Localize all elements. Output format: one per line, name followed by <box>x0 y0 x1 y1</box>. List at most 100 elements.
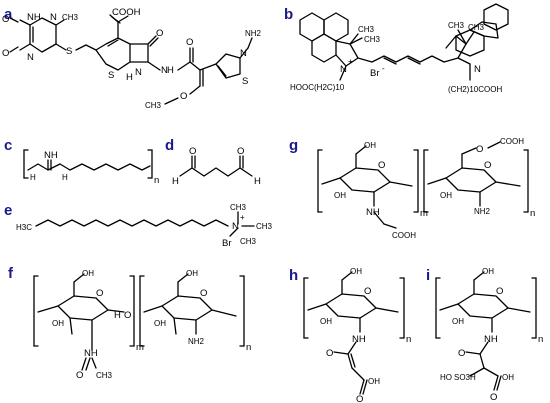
label-oh-3: OH <box>440 191 452 200</box>
structure-g-carboxymethyl-chitosan: OH O OH NH COOH m O COOH O OH NH2 n <box>317 137 535 240</box>
label-cooh: COOH <box>112 7 141 18</box>
label-m-subscript: m <box>136 342 144 353</box>
label-ch3-3: CH3 <box>240 237 257 246</box>
label-nh-amide: N <box>161 65 168 76</box>
glucosamine-ring-h <box>325 293 377 319</box>
aminothiazole-ring <box>215 53 241 79</box>
right-benzo-ring-2 <box>469 21 499 39</box>
label-nh2: NH2 <box>474 207 491 216</box>
structure-f-chitin-chitosan: OH O OH H NH O CH3 m O OH O OH NH2 n <box>33 269 251 381</box>
structure-c-phmg: NH H H n <box>23 149 159 186</box>
label-n-subscript: n <box>406 334 411 345</box>
label-ch3-2: CH3 <box>256 222 273 231</box>
label-och3: CH3 <box>145 101 162 110</box>
left-indole-ring <box>335 40 359 67</box>
label-nh: NH <box>352 334 366 345</box>
label-ch3-right-2: CH3 <box>468 23 485 32</box>
label-oh-acid: OH <box>502 373 514 382</box>
label-o-ether: O <box>476 144 483 155</box>
label-cooh-2: COOH <box>500 137 524 146</box>
label-plus: + <box>348 57 353 66</box>
label-nh: NH <box>484 334 498 345</box>
label-h: H <box>126 72 133 83</box>
label-br: Br <box>370 68 380 79</box>
label-h-2: H <box>254 176 261 187</box>
structure-a-ceftriaxone: NH N CH3 O O N S COOH S N O H N H O O CH… <box>2 7 262 110</box>
right-benzo-ring-3 <box>483 3 509 31</box>
label-n-ring: N <box>135 67 142 78</box>
label-oh-1: OH <box>482 267 494 276</box>
label-o-2: O <box>2 48 9 59</box>
label-n-right: N <box>474 64 481 75</box>
label-o-ring-1: O <box>378 160 385 171</box>
guanidine-group <box>27 159 49 171</box>
label-o-ring: O <box>496 286 503 297</box>
label-m-subscript: m <box>420 208 428 219</box>
label-n-subscript: n <box>538 334 543 345</box>
label-n-subscript: n <box>154 175 159 186</box>
label-minus: - <box>382 64 385 73</box>
hexadecyl-chain <box>35 219 229 227</box>
label-o-ring-1: O <box>96 288 103 299</box>
label-o-oxime: O <box>180 91 187 102</box>
label-oh-4: OH <box>154 319 166 328</box>
panel-label-h: h <box>289 267 298 284</box>
structure-h-maleoyl-chitosan: OH O OH NH O OH O n <box>303 267 411 403</box>
label-oh-acid: OH <box>368 377 380 386</box>
panel-label-a: a <box>4 6 13 23</box>
right-indole-ring <box>443 35 467 63</box>
hexamethylene-chain <box>47 163 151 171</box>
label-so3h: SO3H <box>454 373 476 382</box>
label-n-2: N <box>27 52 34 63</box>
label-o-acid: O <box>356 394 363 403</box>
label-oh-2: OH <box>334 191 346 200</box>
label-o-1: O <box>2 14 9 25</box>
glucosamine-ring-1 <box>339 167 391 193</box>
label-nh-amide-h: H <box>167 65 174 76</box>
label-h-2: H <box>62 173 68 182</box>
panel-label-f: f <box>8 265 14 282</box>
label-o-amide: O <box>186 37 193 48</box>
panel-label-g: g <box>289 137 298 154</box>
label-ch3-acetyl: CH3 <box>96 371 113 380</box>
label-ch3: CH3 <box>62 13 79 22</box>
label-oh-2: OH <box>452 317 464 326</box>
label-oh-3: OH <box>186 269 198 278</box>
label-ho: HO <box>440 373 452 382</box>
label-o-1: O <box>189 146 196 157</box>
beta-lactam-ring <box>129 43 149 63</box>
label-o-amide: O <box>458 348 465 359</box>
label-oh-1: OH <box>364 141 376 150</box>
structure-i-sulfosuccinyl-chitosan: OH O OH NH O HO SO3H OH O n <box>435 267 543 403</box>
polymethine-chain <box>371 55 445 63</box>
label-ch3-right-1: CH3 <box>448 21 465 30</box>
chitin-ring <box>57 295 109 321</box>
label-h-1: H <box>30 173 36 182</box>
label-ch3-left-1: CH3 <box>358 25 375 34</box>
label-cooh-1: COOH <box>392 231 416 240</box>
label-o-ring: O <box>364 286 371 297</box>
panel-label-d: d <box>165 137 174 154</box>
label-nh-acetyl: NH <box>84 348 98 359</box>
label-oh-2: OH <box>52 319 64 328</box>
label-h3c: H3C <box>16 223 32 232</box>
label-ch3-1: CH3 <box>230 203 247 212</box>
label-h-1: H <box>172 176 179 187</box>
triazine-ring <box>29 17 57 53</box>
structure-d-glutaraldehyde: O O H H <box>172 146 261 187</box>
label-o-acid: O <box>490 392 497 403</box>
panel-label-e: e <box>4 202 12 219</box>
label-o-ring-2: O <box>484 160 491 171</box>
label-nh: NH <box>27 12 41 23</box>
label-n-subscript: n <box>246 342 251 353</box>
label-oh-1: OH <box>82 269 94 278</box>
label-plus: + <box>240 213 245 222</box>
label-o-2: O <box>237 146 244 157</box>
panel-label-b: b <box>284 6 293 23</box>
structure-b-cyanine: CH3 CH3 N + Br - HOOC(H2C)10 CH3 CH3 N (… <box>290 3 509 94</box>
label-nh-imine: NH <box>44 150 58 161</box>
label-ch2-cooh-chain: (CH2)10COOH <box>448 85 502 94</box>
glucosamine-ring-i <box>457 293 509 319</box>
